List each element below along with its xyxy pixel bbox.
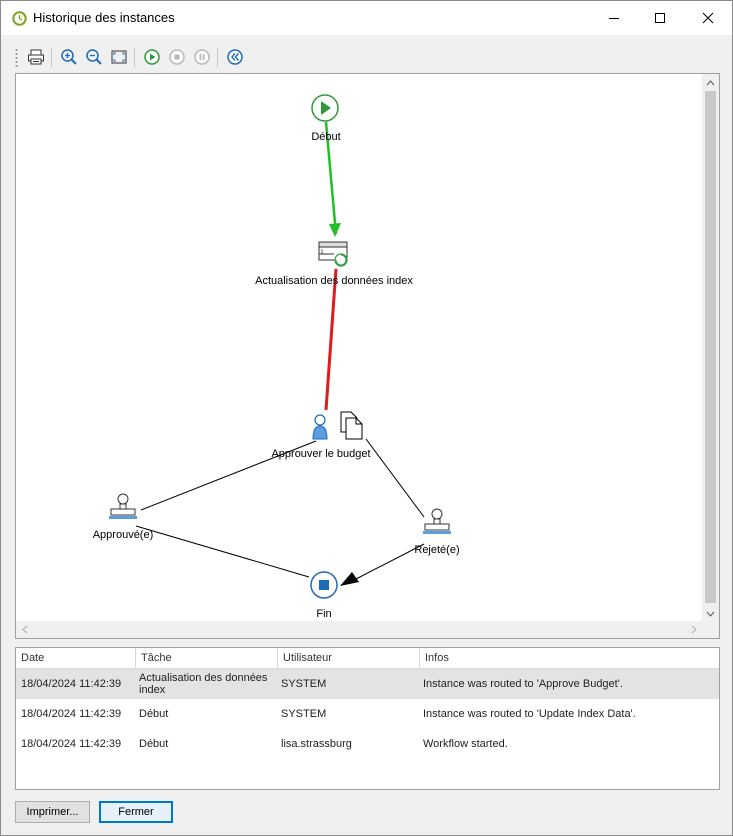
print-button[interactable]: Imprimer...	[15, 801, 90, 823]
connector-approved-to-end	[135, 525, 310, 578]
zoom-out-button[interactable]	[83, 46, 105, 68]
play-icon	[144, 49, 160, 65]
collapse-panel-button[interactable]	[224, 46, 246, 68]
close-icon	[702, 12, 714, 23]
start-node[interactable]	[311, 94, 339, 122]
approved-node-label: Approuvé(e)	[93, 529, 154, 541]
cell-date: 18/04/2024 11:42:39	[21, 738, 122, 750]
decorative-glyph: I	[321, 249, 323, 256]
cell-date: 18/04/2024 11:42:39	[21, 708, 122, 720]
toolbar-grip[interactable]	[15, 48, 18, 68]
cell-task: Actualisation des données index	[139, 672, 268, 696]
print-icon	[28, 49, 44, 65]
cell-user: SYSTEM	[281, 708, 327, 720]
document-icon	[340, 411, 363, 440]
toolbar	[13, 45, 253, 71]
diagram-vertical-scrollbar[interactable]	[702, 74, 719, 622]
cell-task: Début	[139, 708, 169, 720]
chevron-left-icon	[21, 625, 27, 634]
approved-node[interactable]	[109, 493, 137, 519]
zoom-out-icon	[86, 49, 102, 65]
workflow-diagram: Début I Actualisation des données index	[93, 94, 460, 620]
double-chevron-left-icon	[227, 49, 243, 65]
arrowhead-green	[329, 223, 341, 237]
scroll-right-arrow[interactable]	[685, 621, 702, 638]
workflow-diagram-canvas[interactable]: Début I Actualisation des données index	[15, 73, 720, 639]
stamp-icon	[109, 493, 137, 519]
maximize-button[interactable]	[637, 1, 683, 34]
column-header-date[interactable]: Date	[21, 652, 45, 664]
pause-icon	[194, 49, 210, 65]
zoom-in-icon	[61, 49, 77, 65]
maximize-icon	[655, 12, 665, 23]
cell-info: Workflow started.	[423, 738, 508, 750]
scroll-up-arrow[interactable]	[702, 74, 719, 91]
app-clock-icon	[12, 11, 27, 26]
cell-info: Instance was routed to 'Approve Budget'.	[423, 678, 623, 690]
rejected-node[interactable]	[423, 508, 451, 534]
grid-header: Date Tâche Utilisateur Infos	[16, 648, 719, 669]
connector-rejected-to-end	[355, 543, 425, 580]
diagram-horizontal-scrollbar[interactable]	[16, 621, 702, 638]
cell-info: Instance was routed to 'Update Index Dat…	[423, 708, 636, 720]
stop-icon	[169, 49, 185, 65]
toolbar-separator	[217, 48, 218, 67]
table-row[interactable]: 18/04/2024 11:42:39 Début lisa.strassbur…	[16, 729, 719, 759]
user-icon	[312, 414, 328, 440]
end-node-label: Fin	[316, 608, 331, 620]
connector-approve-to-approved	[140, 440, 317, 511]
update-index-node-label: Actualisation des données index	[255, 275, 413, 287]
scrollbar-corner	[702, 621, 719, 638]
play-button[interactable]	[141, 46, 163, 68]
minimize-icon	[609, 17, 619, 19]
end-node[interactable]	[310, 571, 338, 599]
chevron-down-icon	[706, 611, 715, 617]
minimize-button[interactable]	[591, 1, 637, 34]
cell-task: Début	[139, 738, 169, 750]
stop-button[interactable]	[166, 46, 188, 68]
column-header-user[interactable]: Utilisateur	[277, 648, 419, 668]
connector-start-to-update	[324, 121, 338, 235]
close-window-button[interactable]	[685, 1, 731, 34]
table-row[interactable]: 18/04/2024 11:42:39 Actualisation des do…	[16, 669, 719, 699]
table-row[interactable]: 18/04/2024 11:42:39 Début SYSTEM Instanc…	[16, 699, 719, 729]
scroll-down-arrow[interactable]	[702, 605, 719, 622]
pause-button[interactable]	[191, 46, 213, 68]
connector-approve-to-rejected	[365, 438, 425, 518]
chevron-right-icon	[691, 625, 697, 634]
connector-update-to-approve	[324, 268, 338, 411]
approve-budget-node[interactable]	[312, 411, 363, 440]
stamp-icon	[423, 508, 451, 534]
column-header-info[interactable]: Infos	[419, 648, 719, 668]
close-button[interactable]: Fermer	[99, 801, 173, 823]
history-grid: Date Tâche Utilisateur Infos 18/04/2024 …	[15, 647, 720, 790]
rejected-node-label: Rejeté(e)	[414, 544, 459, 556]
zoom-in-button[interactable]	[58, 46, 80, 68]
cell-user: SYSTEM	[281, 678, 327, 690]
fit-to-window-icon	[111, 50, 127, 64]
start-node-label: Début	[311, 131, 340, 143]
print-toolbar-button[interactable]	[25, 46, 47, 68]
column-header-task[interactable]: Tâche	[135, 648, 277, 668]
window-title: Historique des instances	[33, 10, 175, 25]
toolbar-separator	[134, 48, 135, 67]
cell-user: lisa.strassburg	[281, 738, 352, 750]
fit-to-window-button[interactable]	[108, 46, 130, 68]
approve-budget-node-label: Approuver le budget	[271, 448, 370, 460]
title-bar: Historique des instances	[1, 1, 732, 35]
arrowhead-black	[340, 572, 359, 586]
scrollbar-thumb[interactable]	[705, 91, 716, 603]
update-index-node[interactable]: I	[318, 241, 348, 267]
cell-date: 18/04/2024 11:42:39	[21, 678, 122, 690]
toolbar-separator	[51, 48, 52, 67]
chevron-up-icon	[706, 79, 715, 85]
scroll-left-arrow[interactable]	[16, 621, 33, 638]
